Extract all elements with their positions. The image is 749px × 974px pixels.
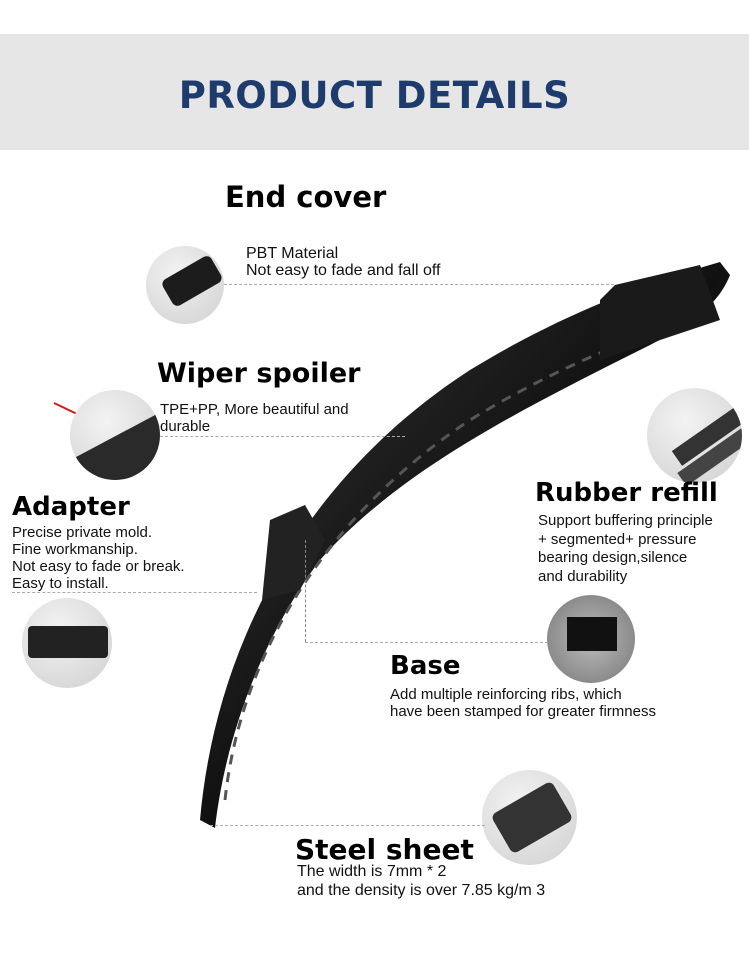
- rubber-refill-thumbnail: [647, 388, 742, 483]
- end-cover-thumbnail: [146, 246, 224, 324]
- feature-desc-steel-sheet: The width is 7mm * 2 and the density is …: [297, 863, 546, 899]
- feature-title-steel-sheet: Steel sheet: [295, 833, 474, 866]
- feature-title-end-cover: End cover: [225, 180, 387, 214]
- divider: [210, 825, 485, 826]
- divider: [305, 642, 548, 643]
- divider: [305, 540, 306, 642]
- feature-desc-wiper-spoiler: TPE+PP, More beautiful and durable: [160, 401, 349, 435]
- divider: [12, 592, 257, 593]
- feature-title-rubber-refill: Rubber refill: [535, 478, 718, 508]
- wiper-spoiler-thumbnail: [70, 390, 160, 480]
- feature-desc-base: Add multiple reinforcing ribs, which hav…: [390, 686, 656, 720]
- feature-title-base: Base: [390, 651, 461, 681]
- page-title: PRODUCT DETAILS: [178, 74, 571, 117]
- header-band: [0, 34, 749, 150]
- divider: [224, 284, 614, 285]
- adapter-thumbnail: [22, 598, 112, 688]
- feature-desc-end-cover: PBT Material Not easy to fade and fall o…: [246, 245, 441, 279]
- divider: [160, 436, 405, 437]
- base-thumbnail: [547, 595, 635, 683]
- feature-desc-adapter: Precise private mold. Fine workmanship. …: [12, 524, 185, 592]
- feature-desc-rubber-refill: Support buffering principle + segmented+…: [538, 512, 713, 585]
- steel-sheet-thumbnail: [482, 770, 577, 865]
- feature-title-adapter: Adapter: [12, 492, 130, 522]
- feature-title-wiper-spoiler: Wiper spoiler: [157, 358, 361, 389]
